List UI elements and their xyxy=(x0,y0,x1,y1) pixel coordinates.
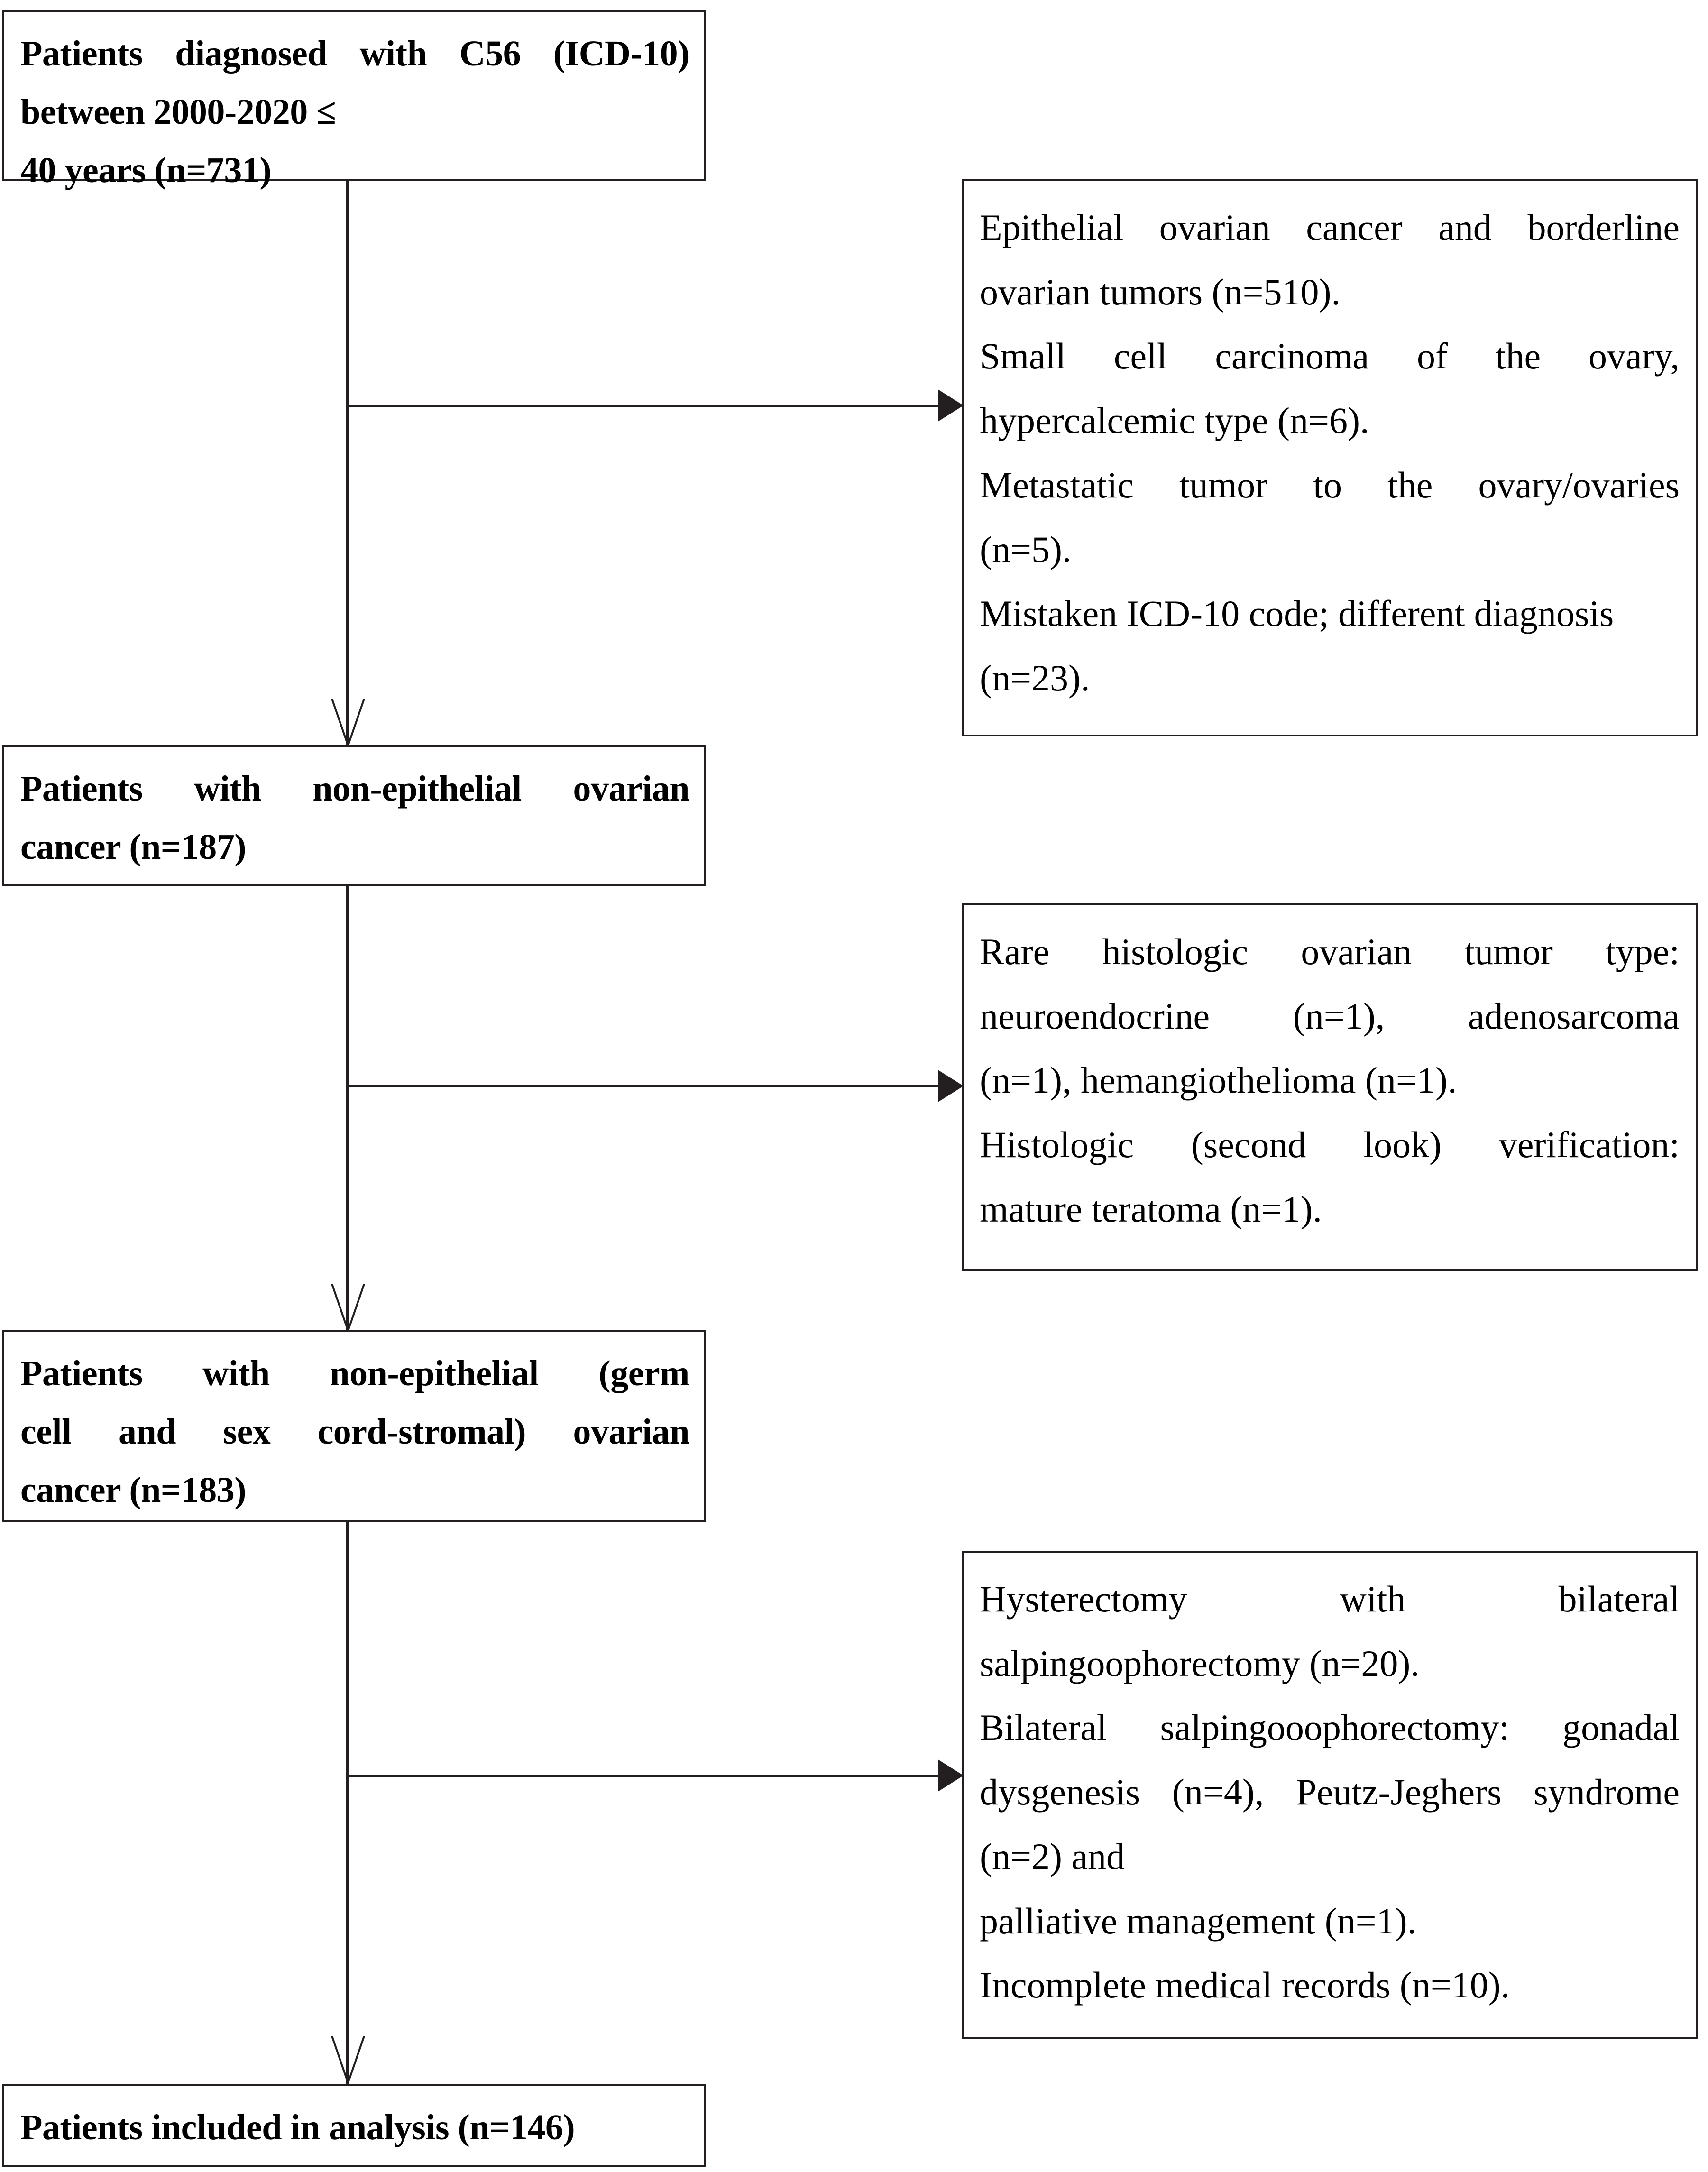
node-non-epithelial-line-1: Patients with non-epithelial ovarian xyxy=(20,769,690,809)
exclusion-item: palliative management (n=1). xyxy=(980,1889,1680,1953)
exclusion-third-item-1-line-2: (n=2) and xyxy=(980,1835,1125,1877)
exclusion-first-text: Epithelial ovarian cancer and borderline… xyxy=(964,181,1696,725)
exclusion-first-item-3-line-0: Mistaken ICD-10 code; different diagnosi… xyxy=(980,593,1614,635)
exclusion-second-item-0-line-2: (n=1), hemangiothelioma (n=1). xyxy=(980,1059,1457,1101)
node-included-line-1: Patients included in analysis (n=146) xyxy=(20,2108,575,2147)
exclusion-item: Metastatic tumor to the ovary/ovaries (n… xyxy=(980,453,1680,581)
node-source-line-2: between 2000-2020 ≤ xyxy=(20,92,336,132)
connector-nonepithelial-to-germcell xyxy=(346,886,349,1332)
node-germ-cell-sex-cord: Patients with non-epithelial (germ cell … xyxy=(2,1330,706,1522)
node-germcell-line-1: Patients with non-epithelial (germ xyxy=(20,1353,690,1393)
exclusion-item: Histologic (second look) verification: m… xyxy=(980,1113,1680,1241)
node-included-in-analysis-text: Patients included in analysis (n=146) xyxy=(4,2086,704,2169)
exclusion-item: Hysterectomy with bilateral salpingoopho… xyxy=(980,1567,1680,1695)
exclusion-second-item-0-line-0: Rare histologic ovarian tumor type: xyxy=(980,931,1680,972)
exclusion-first-item-0-line-1: ovarian tumors (n=510). xyxy=(980,271,1341,313)
exclusion-item: Incomplete medical records (n=10). xyxy=(980,1953,1680,2017)
node-germ-cell-sex-cord-text: Patients with non-epithelial (germ cell … xyxy=(4,1332,704,1532)
exclusion-item: Rare histologic ovarian tumor type: neur… xyxy=(980,920,1680,1113)
exclusion-third-text: Hysterectomy with bilateral salpingoopho… xyxy=(964,1553,1696,2032)
exclusion-first-item-2-line-1: (n=5). xyxy=(980,528,1072,570)
node-germcell-line-2: cell and sex cord-stromal) ovarian xyxy=(20,1412,690,1452)
exclusion-box-first: Epithelial ovarian cancer and borderline… xyxy=(962,179,1698,736)
node-non-epithelial: Patients with non-epithelial ovarian can… xyxy=(2,745,706,886)
node-included-in-analysis: Patients included in analysis (n=146) xyxy=(2,2084,706,2167)
node-germcell-line-3: cancer (n=183) xyxy=(20,1470,247,1510)
arrowhead-right-exclusion-first xyxy=(938,389,964,422)
node-non-epithelial-text: Patients with non-epithelial ovarian can… xyxy=(4,747,704,889)
connector-germcell-to-included xyxy=(346,1522,349,2084)
exclusion-second-item-1-line-1: mature teratoma (n=1). xyxy=(980,1188,1322,1230)
exclusion-second-text: Rare histologic ovarian tumor type: neur… xyxy=(964,905,1696,1256)
exclusion-item: Mistaken ICD-10 code; different diagnosi… xyxy=(980,581,1680,710)
node-source-population: Patients diagnosed with C56 (ICD-10) bet… xyxy=(2,10,706,190)
exclusion-first-item-3-line-1: (n=23). xyxy=(980,657,1090,699)
exclusion-item: Small cell carcinoma of the ovary, hyper… xyxy=(980,324,1680,452)
exclusion-third-item-1-line-1: dysgenesis (n=4), Peutz-Jeghers syndrome xyxy=(980,1771,1680,1813)
connector-exclusion-third xyxy=(346,1775,939,1777)
exclusion-first-item-1-line-0: Small cell carcinoma of the ovary, xyxy=(980,335,1680,377)
exclusion-second-item-1-line-0: Histologic (second look) verification: xyxy=(980,1124,1680,1166)
exclusion-box-third: Hysterectomy with bilateral salpingoopho… xyxy=(962,1551,1698,2039)
exclusion-second-item-0-line-1: neuroendocrine (n=1), adenosarcoma xyxy=(980,995,1680,1037)
exclusion-item: Epithelial ovarian cancer and borderline… xyxy=(980,195,1680,324)
exclusion-third-item-3-line-0: Incomplete medical records (n=10). xyxy=(980,1964,1510,2006)
connector-exclusion-second xyxy=(346,1085,939,1087)
exclusion-third-item-0-line-0: Hysterectomy with bilateral xyxy=(980,1578,1680,1620)
node-source-population-text: Patients diagnosed with C56 (ICD-10) bet… xyxy=(4,12,704,212)
arrowhead-right-exclusion-second xyxy=(938,1070,964,1102)
arrowhead-right-exclusion-third xyxy=(938,1759,964,1792)
exclusion-third-item-1-line-0: Bilateral salpingooophorectomy: gonadal xyxy=(980,1707,1680,1749)
exclusion-box-second: Rare histologic ovarian tumor type: neur… xyxy=(962,903,1698,1271)
connector-source-to-nonepithelial xyxy=(346,181,349,747)
exclusion-third-item-0-line-1: salpingoophorectomy (n=20). xyxy=(980,1642,1420,1684)
exclusion-item: Bilateral salpingooophorectomy: gonadal … xyxy=(980,1695,1680,1888)
node-source-line-1: Patients diagnosed with C56 (ICD-10) xyxy=(20,34,690,74)
node-non-epithelial-line-2: cancer (n=187) xyxy=(20,827,247,867)
exclusion-first-item-2-line-0: Metastatic tumor to the ovary/ovaries xyxy=(980,464,1680,506)
exclusion-third-item-2-line-0: palliative management (n=1). xyxy=(980,1900,1417,1942)
exclusion-first-item-0-line-0: Epithelial ovarian cancer and borderline xyxy=(980,207,1680,248)
exclusion-first-item-1-line-1: hypercalcemic type (n=6). xyxy=(980,400,1369,442)
node-source-line-3: 40 years (n=731) xyxy=(20,150,272,191)
connector-exclusion-first xyxy=(346,405,939,407)
